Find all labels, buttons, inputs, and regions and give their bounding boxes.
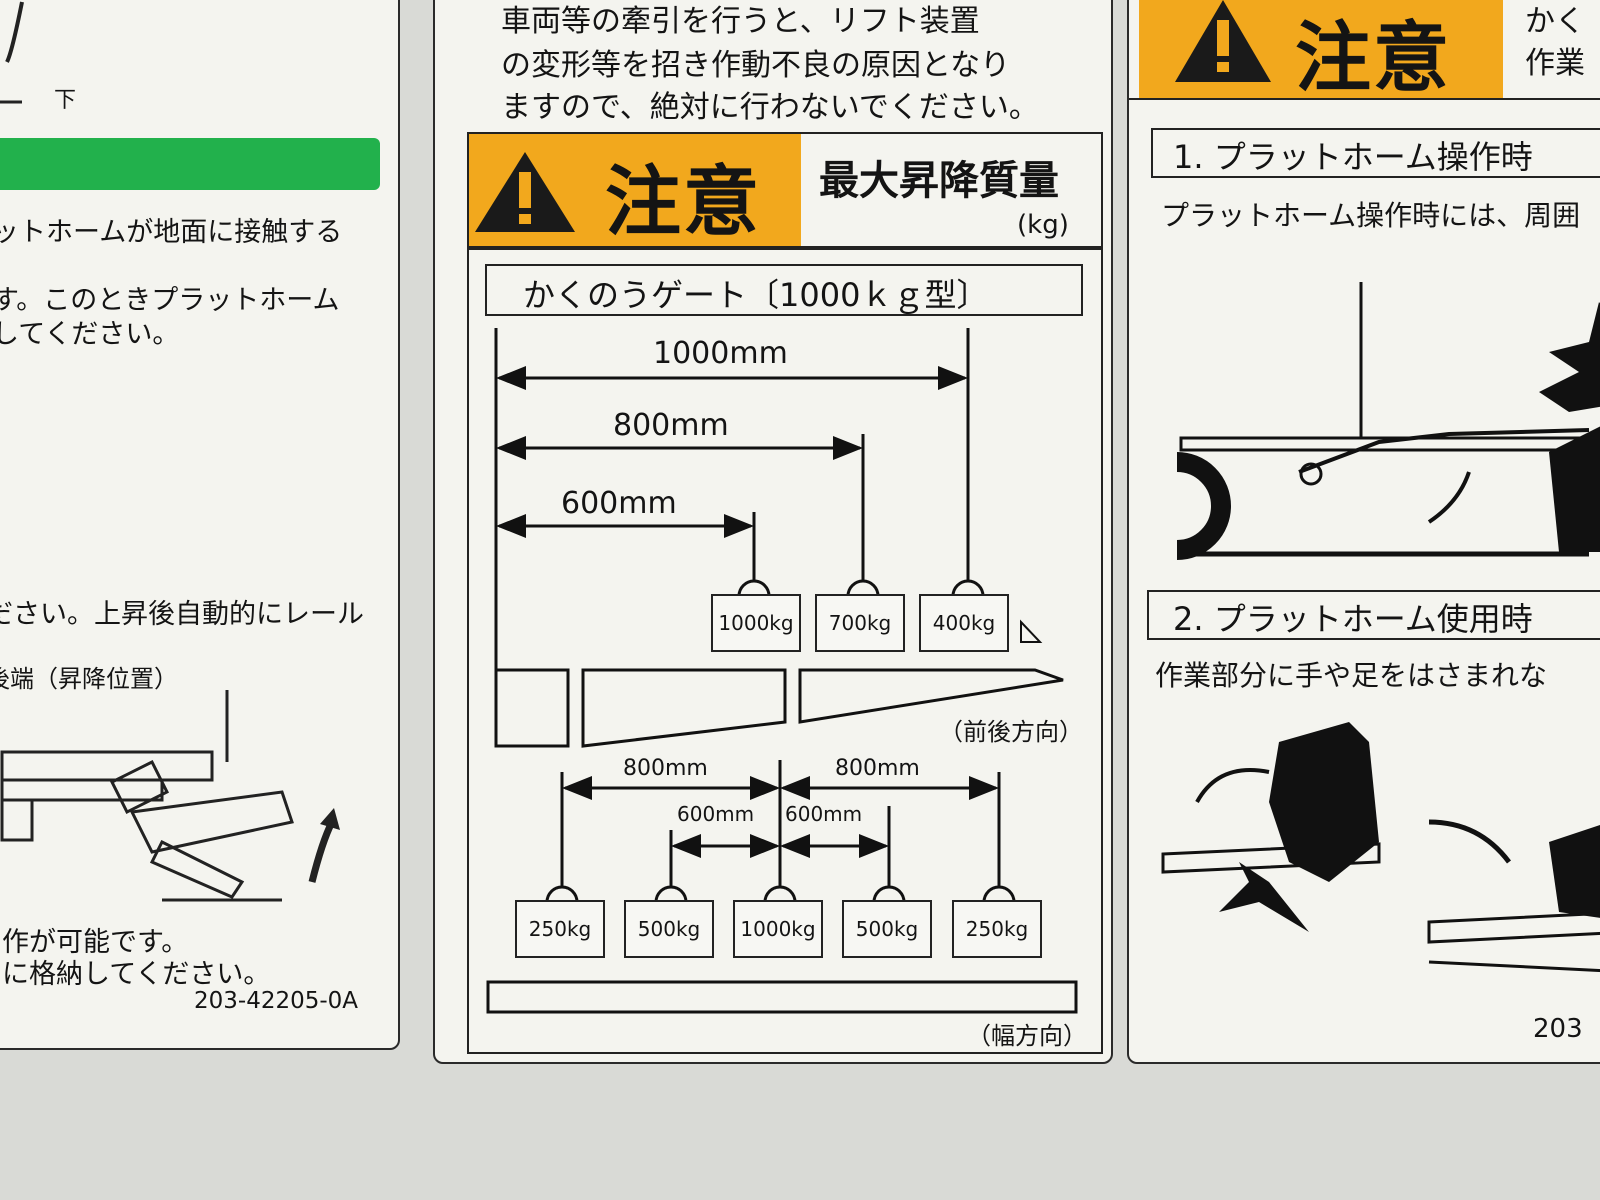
towing-warning-line-2: の変形等を招き作動不良の原因となり xyxy=(501,48,1011,83)
distance-1000mm: 1000mm xyxy=(653,336,788,371)
right-header-fragment-2: 作業 xyxy=(1525,46,1585,81)
width-direction: （幅方向） xyxy=(967,1022,1087,1050)
max-load-unit: (kg) xyxy=(1017,210,1069,240)
width-weight-4: 500kg xyxy=(842,900,932,958)
section2-text: 作業部分に手や足をはさまれな xyxy=(1155,659,1548,692)
left-text-line-7: に格納してください。 xyxy=(2,959,271,990)
left-label-panel: 下 ットホームが地面に接触する す。このときプラットホーム してください。 ださ… xyxy=(0,0,400,1050)
towing-warning-line-3: ますので、絶対に行わないでください。 xyxy=(501,90,1039,125)
fore-aft-diagram xyxy=(486,328,1078,1014)
warning-triangle-icon xyxy=(475,152,575,232)
gate-title: かくのうゲート〔1000ｋｇ型〕 xyxy=(523,276,989,314)
width-inner-right: 600mm xyxy=(785,802,863,826)
left-part-number: 203-42205-0A xyxy=(194,988,359,1014)
caution-header xyxy=(467,132,1103,250)
diagram-frame xyxy=(467,246,1103,1054)
load-chart-panel: 車両等の牽引を行うと、リフト装置 の変形等を招き作動不良の原因となり ますので、… xyxy=(433,0,1113,1064)
distance-800mm: 800mm xyxy=(613,408,729,443)
down-label: 下 xyxy=(54,88,77,113)
right-label-panel: 注意 かく 作業 1. プラットホーム操作時 プラットホーム操作時には、周囲 2… xyxy=(1127,0,1600,1064)
right-warning-triangle-icon xyxy=(1175,0,1271,82)
right-caution-word: 注意 xyxy=(1295,13,1451,102)
right-header-fragment-1: かく xyxy=(1525,4,1585,39)
distance-600mm: 600mm xyxy=(561,486,677,521)
left-text-line-1: ットホームが地面に接触する xyxy=(0,217,343,248)
width-weight-3: 1000kg xyxy=(733,900,823,958)
left-text-line-4: ださい。上昇後自動的にレール xyxy=(0,599,364,630)
weight-1000kg: 1000kg xyxy=(711,594,801,652)
green-band xyxy=(0,138,380,190)
width-weight-2: 500kg xyxy=(624,900,714,958)
width-outer-right: 800mm xyxy=(835,756,920,781)
right-part-number-fragment: 203 xyxy=(1533,1014,1583,1044)
left-text-line-6: 作が可能です。 xyxy=(2,927,189,958)
width-weight-1: 250kg xyxy=(515,900,605,958)
caution-word: 注意 xyxy=(605,157,761,246)
left-text-line-5: 後端（昇降位置） xyxy=(0,665,178,693)
towing-warning-line-1: 車両等の牽引を行うと、リフト装置 xyxy=(501,4,980,39)
section1-title-box xyxy=(1151,128,1600,178)
width-outer-left: 800mm xyxy=(623,756,708,781)
platform-operation-illustration xyxy=(1161,282,1600,973)
gate-title-box xyxy=(485,264,1083,316)
fore-aft-direction: （前後方向） xyxy=(939,718,1083,746)
section1-title: 1. プラットホーム操作時 xyxy=(1173,138,1533,176)
width-weight-5: 250kg xyxy=(952,900,1042,958)
section2-title: 2. プラットホーム使用時 xyxy=(1173,600,1533,638)
max-load-title: 最大昇降質量 xyxy=(819,158,1059,204)
width-inner-left: 600mm xyxy=(677,802,755,826)
weight-400kg: 400kg xyxy=(919,594,1009,652)
section1-text: プラットホーム操作時には、周囲 xyxy=(1161,199,1581,232)
left-text-line-2: す。このときプラットホーム xyxy=(0,285,340,316)
left-text-line-3: してください。 xyxy=(0,319,180,350)
lift-mechanism-illustration xyxy=(0,1,340,902)
section2-title-box xyxy=(1147,590,1600,640)
weight-700kg: 700kg xyxy=(815,594,905,652)
